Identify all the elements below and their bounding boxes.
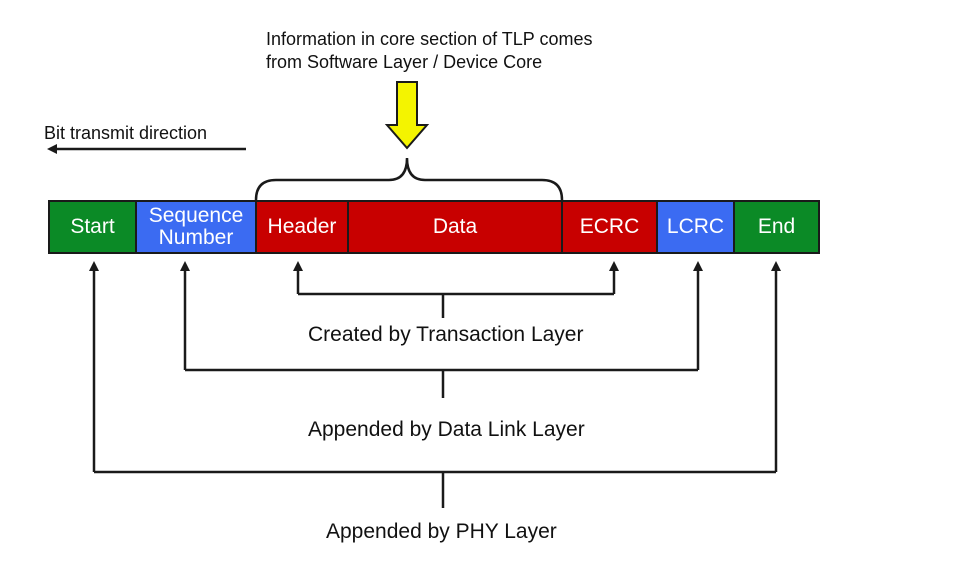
field-end: End: [733, 200, 820, 254]
field-header-label: Header: [267, 215, 337, 238]
field-sequence-number: Sequence Number: [135, 200, 257, 254]
data-link-layer-bracket: [180, 261, 703, 398]
field-data-label: Data: [432, 215, 478, 238]
transaction-layer-bracket: [293, 261, 619, 318]
field-ecrc-label: ECRC: [579, 215, 640, 238]
core-section-brace: [254, 157, 564, 201]
transaction-layer-label: Created by Transaction Layer: [308, 323, 584, 346]
field-lcrc-label: LCRC: [666, 215, 725, 238]
field-ecrc: ECRC: [561, 200, 658, 254]
field-start-label: Start: [70, 215, 115, 238]
field-header: Header: [255, 200, 349, 254]
direction-label: Bit transmit direction: [44, 123, 208, 143]
source-note-line-1: Information in core section of TLP comes: [266, 29, 593, 49]
field-sequence-number-label-1: Sequence: [148, 204, 244, 227]
field-start: Start: [48, 200, 137, 254]
data-link-layer-label: Appended by Data Link Layer: [308, 418, 585, 441]
source-note-line-2: from Software Layer / Device Core: [266, 52, 543, 72]
phy-layer-bracket: [89, 261, 781, 508]
field-lcrc: LCRC: [656, 200, 735, 254]
field-data: Data: [347, 200, 563, 254]
field-end-label: End: [757, 215, 796, 238]
down-arrow-icon: [384, 81, 430, 150]
field-sequence-number-label-2: Number: [158, 226, 234, 249]
phy-layer-label: Appended by PHY Layer: [326, 520, 557, 543]
